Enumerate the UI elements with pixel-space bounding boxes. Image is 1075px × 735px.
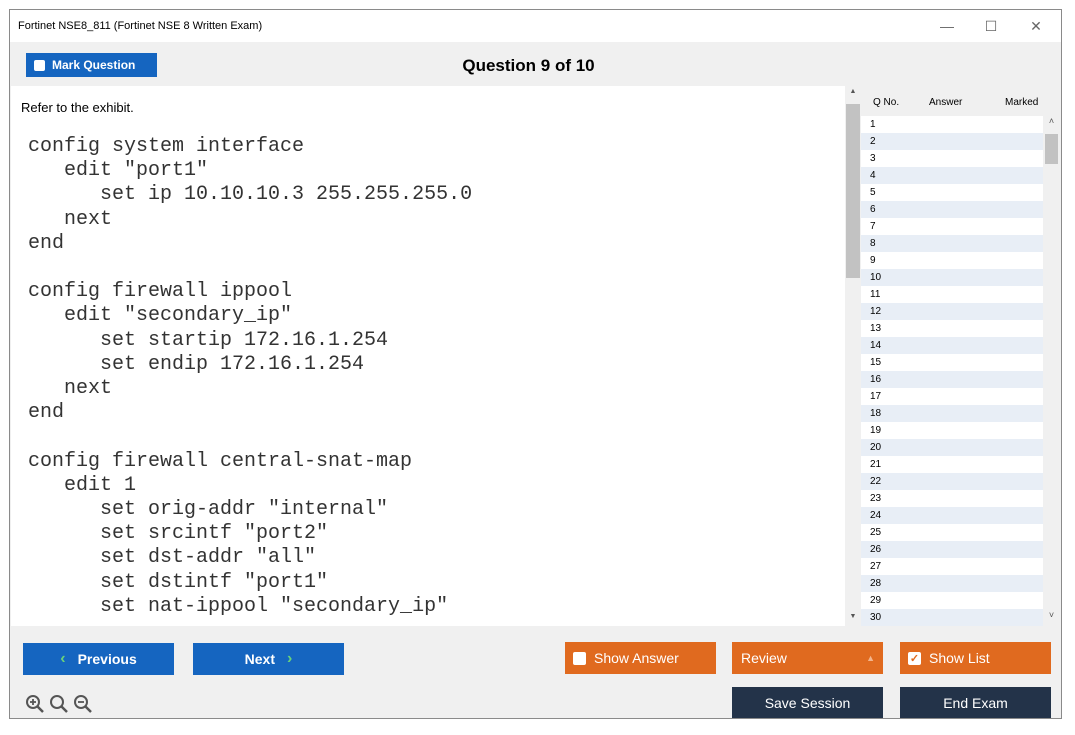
previous-button[interactable]: ‹ Previous [23, 643, 174, 675]
title-bar: Fortinet NSE8_811 (Fortinet NSE 8 Writte… [10, 10, 1061, 42]
question-list-row[interactable]: 6 [861, 201, 1043, 218]
minimize-button[interactable]: — [940, 18, 954, 34]
mark-question-button[interactable]: Mark Question [26, 53, 157, 77]
show-answer-button[interactable]: Show Answer [565, 642, 716, 674]
content-scrollbar[interactable]: ▲ ▼ [845, 86, 861, 626]
review-dropdown[interactable]: Review ▲ [732, 642, 883, 674]
list-scroll-down-icon[interactable]: ˅ [1048, 610, 1055, 620]
question-list-row[interactable]: 3 [870, 153, 876, 164]
zoom-reset-icon[interactable] [49, 694, 69, 714]
chevron-left-icon: ‹ [60, 650, 66, 667]
question-list-row[interactable]: 10 [861, 269, 1043, 286]
chevron-right-icon: › [287, 650, 293, 667]
question-list-row[interactable]: 13 [870, 323, 882, 334]
bottom-bar: ‹ Previous Next › Show Answer Review ▲ ✓… [10, 626, 1061, 718]
question-list-row[interactable]: 11 [870, 289, 881, 300]
window-title: Fortinet NSE8_811 (Fortinet NSE 8 Writte… [18, 20, 263, 32]
mark-question-label: Mark Question [52, 58, 136, 72]
show-list-label: Show List [929, 650, 990, 666]
question-list-row[interactable]: 20 [861, 439, 1043, 456]
question-content: Refer to the exhibit. config system inte… [11, 86, 845, 626]
question-list-row[interactable]: 8 [861, 235, 1043, 252]
toolbar: Mark Question Question 9 of 10 [10, 42, 1061, 86]
checkbox-icon [34, 59, 45, 71]
show-list-button[interactable]: ✓ Show List [900, 642, 1051, 674]
end-exam-button[interactable]: End Exam [900, 687, 1051, 718]
header-answer: Answer [929, 97, 963, 108]
question-intro: Refer to the exhibit. [21, 100, 134, 115]
question-list-row[interactable]: 5 [870, 187, 876, 198]
question-list-row[interactable]: 30 [861, 609, 1043, 626]
save-session-button[interactable]: Save Session [732, 687, 883, 718]
question-list-row[interactable]: 15 [870, 357, 882, 368]
maximize-button[interactable]: ☐ [984, 18, 998, 34]
question-counter: Question 9 of 10 [462, 56, 595, 75]
header-marked: Marked [1005, 97, 1039, 108]
exhibit-code: config system interface edit "port1" set… [28, 135, 473, 618]
question-list-header: Q No. Answer Marked [861, 86, 1060, 116]
zoom-out-icon[interactable] [73, 694, 93, 714]
list-scroll-up-icon[interactable]: ˄ [1048, 116, 1055, 126]
question-list-row[interactable]: 26 [861, 541, 1043, 558]
list-scrollbar[interactable]: ˄ ˅ [1043, 116, 1060, 626]
question-list-row[interactable]: 28 [861, 575, 1043, 592]
review-label: Review [741, 650, 787, 666]
question-list-row[interactable]: 21 [870, 459, 882, 470]
question-list-row[interactable]: 12 [861, 303, 1043, 320]
question-list-row[interactable]: 22 [861, 473, 1043, 490]
question-list-row[interactable]: 14 [861, 337, 1043, 354]
question-list-row[interactable]: 9 [870, 255, 876, 266]
zoom-in-icon[interactable] [25, 694, 45, 714]
scroll-down-icon[interactable]: ▼ [849, 613, 857, 620]
previous-label: Previous [77, 651, 137, 667]
scroll-thumb[interactable] [846, 104, 860, 278]
list-scroll-thumb[interactable] [1045, 134, 1058, 164]
save-session-label: Save Session [764, 695, 851, 711]
question-list-row[interactable]: 25 [870, 527, 882, 538]
question-list-row[interactable]: 16 [861, 371, 1043, 388]
question-list-row[interactable]: 19 [870, 425, 882, 436]
next-label: Next [244, 651, 276, 667]
header-q-no: Q No. [873, 97, 900, 108]
question-list-row[interactable]: 7 [870, 221, 876, 232]
question-list-row[interactable]: 27 [870, 561, 882, 572]
chevron-down-icon: ▲ [866, 653, 875, 663]
question-list-row[interactable]: 2 [861, 133, 1043, 150]
question-list-row[interactable]: 17 [870, 391, 882, 402]
exam-window: Fortinet NSE8_811 (Fortinet NSE 8 Writte… [9, 9, 1062, 719]
question-list-row[interactable]: 29 [870, 595, 882, 606]
show-answer-label: Show Answer [594, 650, 679, 666]
question-list-row[interactable]: 4 [861, 167, 1043, 184]
question-list-row[interactable]: 18 [861, 405, 1043, 422]
checked-checkbox-icon: ✓ [908, 651, 921, 665]
scroll-up-icon[interactable]: ▲ [849, 88, 857, 95]
question-list-row[interactable]: 1 [870, 119, 876, 130]
end-exam-label: End Exam [943, 695, 1008, 711]
checkbox-icon [573, 651, 586, 665]
question-list-row[interactable]: 24 [861, 507, 1043, 524]
next-button[interactable]: Next › [193, 643, 344, 675]
question-list-row[interactable]: 23 [870, 493, 882, 504]
close-button[interactable]: ✕ [1030, 18, 1042, 34]
